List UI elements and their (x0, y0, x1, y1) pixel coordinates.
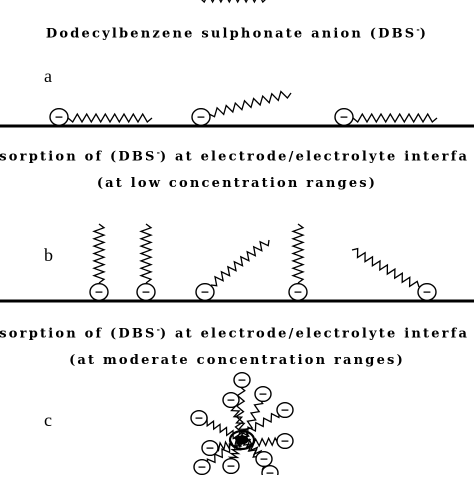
panel-label-b: b (44, 245, 53, 265)
panel-b-head-1 (89, 283, 109, 301)
micelle-head-10-sign: − (237, 374, 246, 387)
micelle-head-7 (276, 401, 294, 419)
panel-a-chain-1 (67, 112, 153, 124)
panel-label-c: c (44, 410, 52, 430)
caption-a-superscript: - (156, 147, 160, 157)
diagram-title: Dodecylbenzene sulphonate anion (DBS-) (0, 24, 474, 41)
panel-a-chain-2 (208, 90, 292, 118)
caption-a-end: ) at electrode/electrolyte interfa (159, 149, 470, 165)
caption-a-line2: (at low concentration ranges) (96, 176, 378, 191)
panel-b-chain-5 (351, 247, 420, 288)
micelle-head-4-sign: − (226, 460, 235, 473)
micelle-head-7-sign: − (280, 404, 289, 417)
micelle-head-10 (233, 371, 251, 389)
panel-a-head-2-sign: − (196, 111, 205, 124)
micelle-head-1 (190, 409, 208, 427)
micelle-head-6-sign: − (280, 435, 289, 448)
micelle-head-8-sign: − (258, 388, 267, 401)
micelle-head-4 (222, 457, 240, 475)
panel-b-chain-1 (92, 223, 106, 284)
top-molecule-chain (201, 0, 266, 4)
panel-b-head-5-sign: − (422, 286, 431, 299)
panel-a-head-3-sign: − (339, 111, 348, 124)
panel-a-head-1 (49, 108, 69, 126)
micelle-head-2-sign: − (205, 442, 214, 455)
micelle-head-11-sign: − (265, 467, 274, 476)
micelle-chain-8 (239, 393, 264, 444)
panel-b-head-2 (136, 283, 156, 301)
micelle-head-8 (254, 385, 272, 403)
panel-a-head-2 (191, 108, 211, 126)
micelle-head-6 (276, 432, 294, 450)
micelle-head-2 (201, 439, 219, 457)
micelle-head-3-sign: − (197, 461, 206, 474)
caption-a-text: dsorption of (DBS (0, 149, 157, 165)
panel-b-head-3-sign: − (200, 286, 209, 299)
panel-b-head-4-sign: − (293, 286, 302, 299)
panel-b-chain-2 (139, 223, 153, 284)
panel-a-head-1-sign: − (54, 111, 63, 124)
micelle-head-5-sign: − (259, 453, 268, 466)
caption-b-superscript: - (156, 324, 160, 334)
caption-b-end: ) at electrode/electrolyte interfa (159, 326, 470, 342)
micelle-head-9 (222, 391, 240, 409)
panel-a-chain-3 (352, 112, 438, 124)
panel-b-chain-3 (210, 239, 270, 287)
panel-a-head-3 (334, 108, 354, 126)
panel-b-chain-4 (291, 223, 305, 284)
panel-b-head-3 (195, 283, 215, 301)
caption-b-line2: (at moderate concentration ranges) (69, 353, 405, 368)
micelle-head-9-sign: − (226, 394, 235, 407)
panel-b-head-5 (417, 283, 437, 301)
micelle-core (228, 429, 256, 451)
caption-a-line1: dsorption of (DBS-) at electrode/electro… (0, 147, 467, 165)
panel-b-head-4 (288, 283, 308, 301)
title-superscript: - (416, 24, 420, 34)
caption-b-line1: dsorption of (DBS-) at electrode/electro… (0, 324, 467, 342)
micelle-head-1-sign: − (194, 412, 203, 425)
panel-b-head-2-sign: − (141, 286, 150, 299)
panel-b-head-1-sign: − (94, 286, 103, 299)
micelle-chain-10 (233, 379, 246, 444)
title-text: Dodecylbenzene sulphonate anion (DBS (45, 26, 417, 42)
panel-label-a: a (44, 66, 52, 86)
caption-b-text: dsorption of (DBS (0, 326, 157, 342)
title-end: ) (419, 26, 429, 42)
micelle-head-3 (193, 458, 211, 476)
micelle-head-5 (255, 450, 273, 468)
micelle-chain-3 (201, 436, 247, 469)
